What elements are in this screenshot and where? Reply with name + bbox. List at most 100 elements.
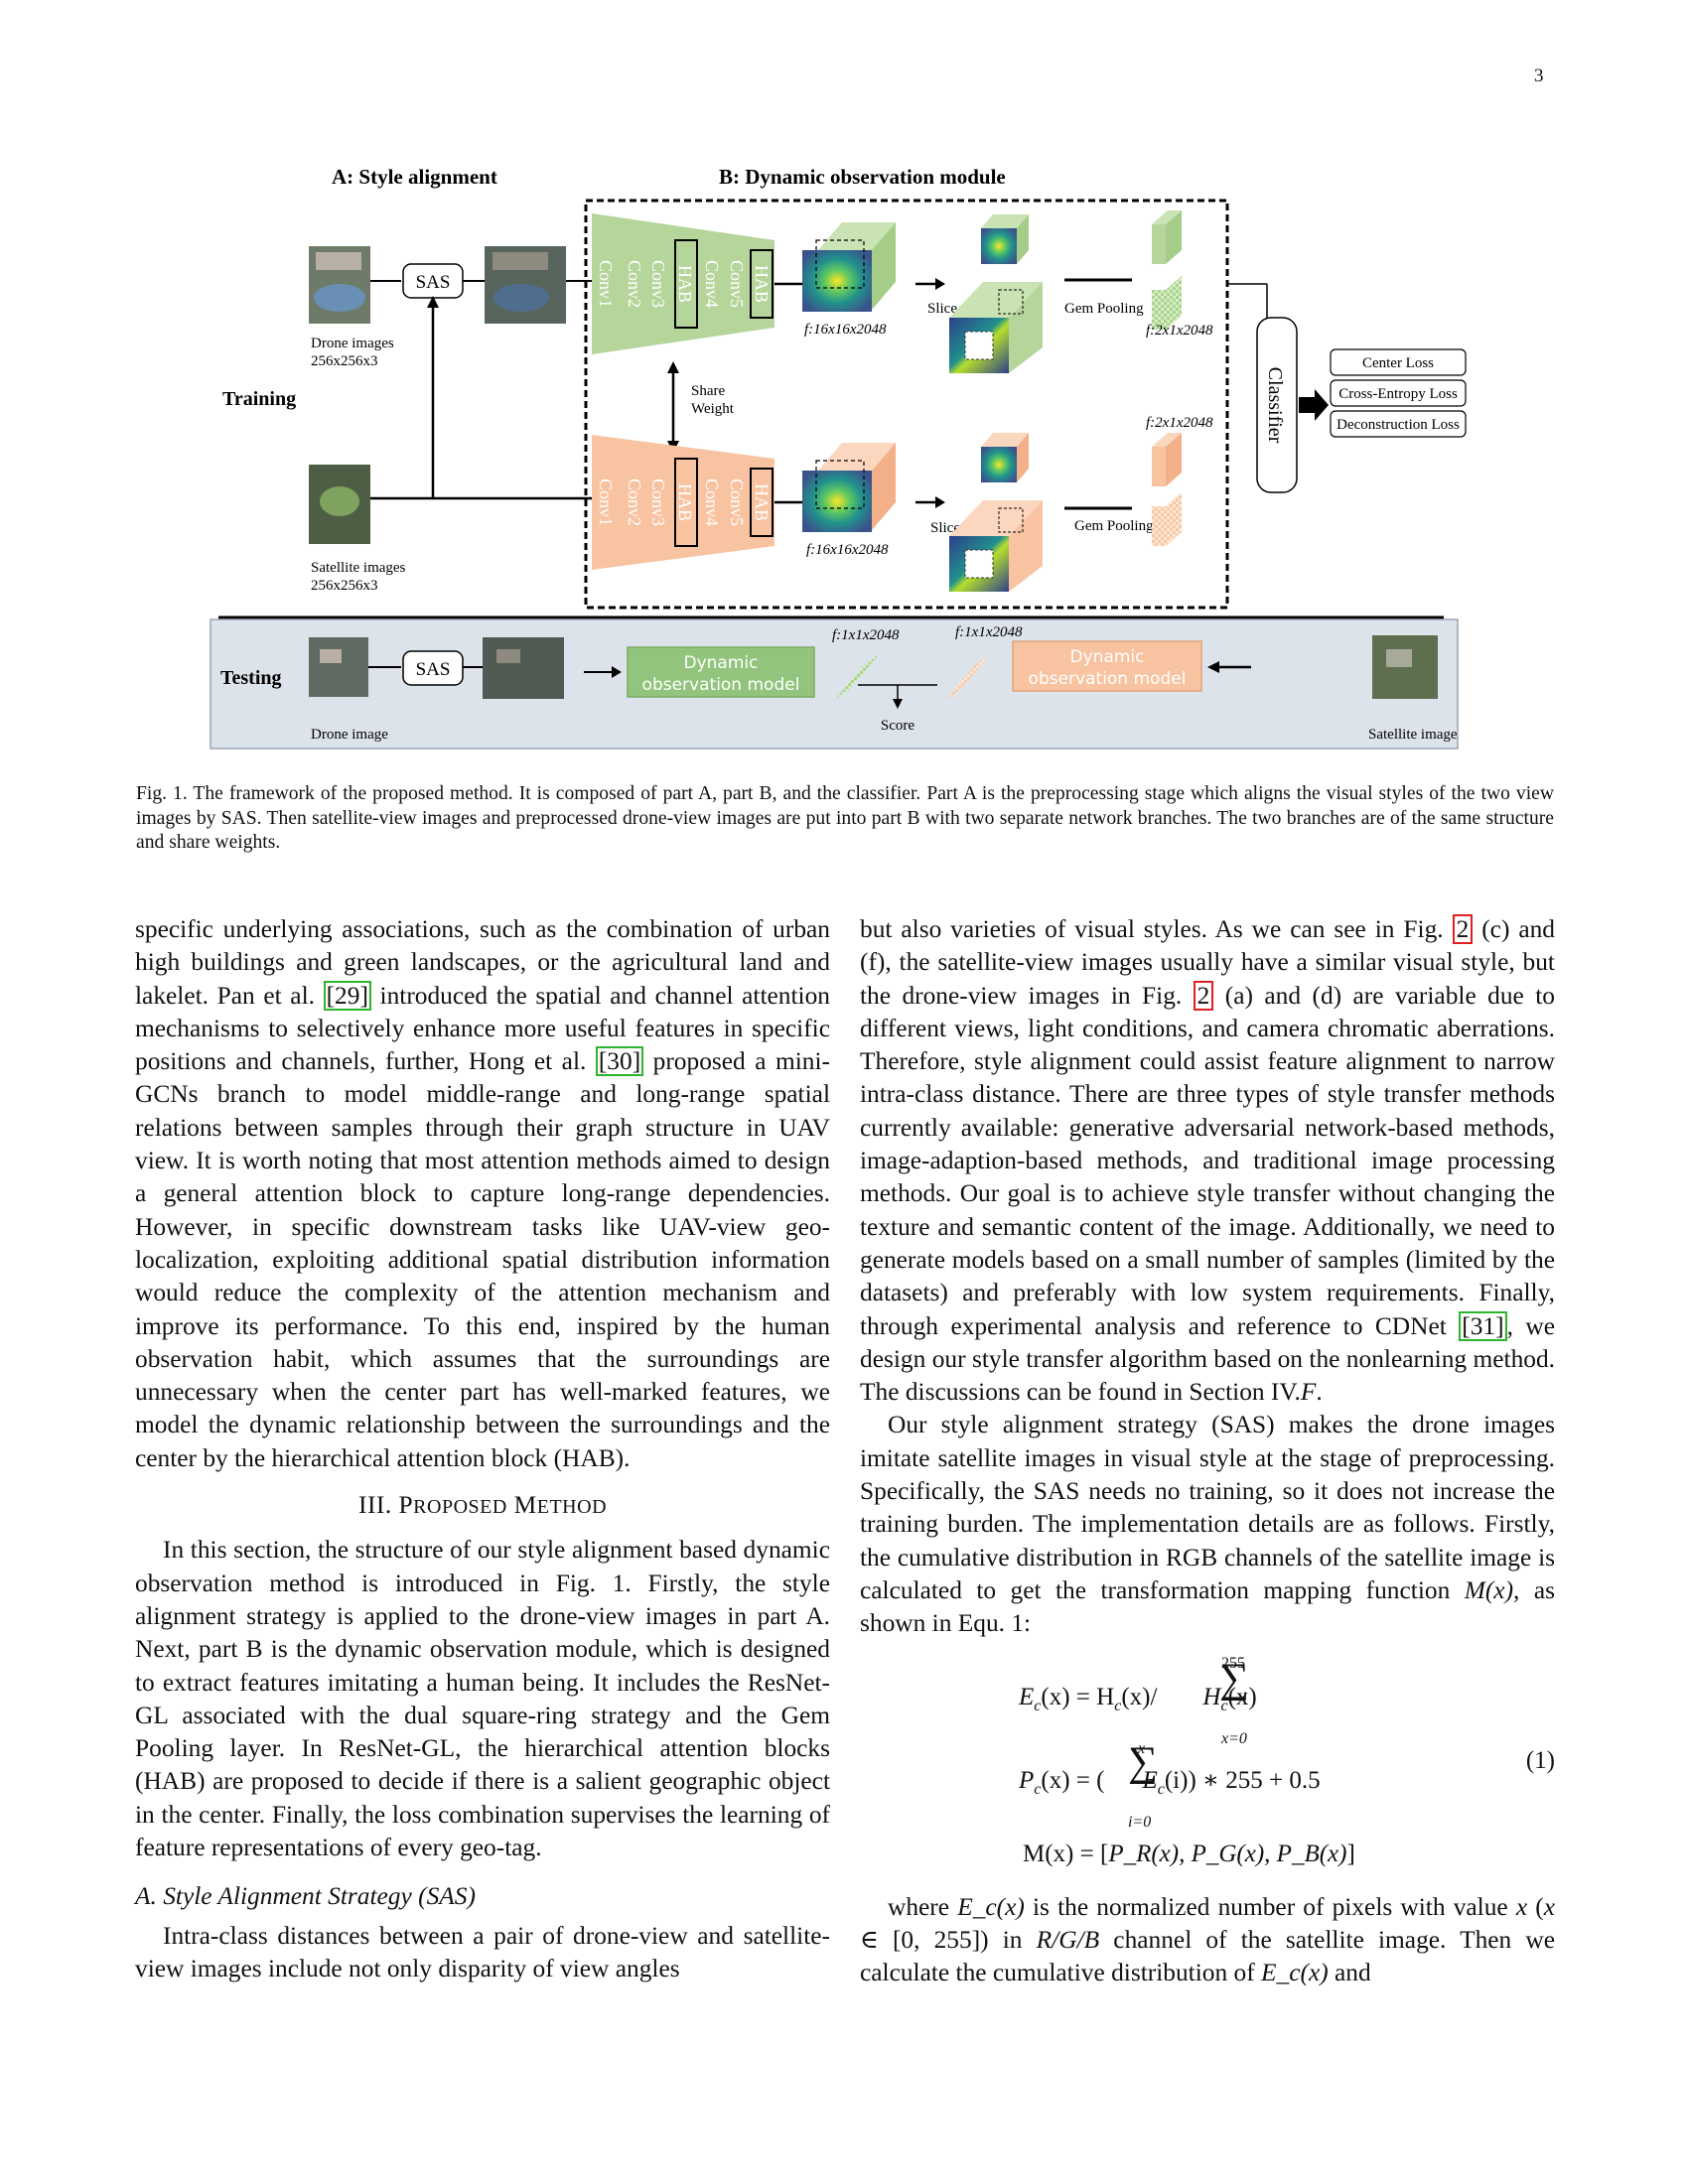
equation-number: (1) xyxy=(1525,1746,1555,1774)
training-label: Training xyxy=(222,388,296,410)
eq-var: H xyxy=(1202,1683,1221,1710)
orange-center-cube-side xyxy=(1017,433,1029,482)
eq-subscript: c xyxy=(1034,1780,1042,1798)
orange-pooled-lower-side xyxy=(1166,492,1182,546)
test-feature-1-green: f:1x1x2048 xyxy=(832,627,900,643)
green-heatmap-dashed-square xyxy=(815,239,865,289)
eq-text: M(x) = [ xyxy=(1023,1840,1109,1867)
eq-text: (x) = ( xyxy=(1041,1766,1105,1794)
eq-var: P xyxy=(1019,1766,1035,1794)
text-segment: and xyxy=(1328,1959,1371,1987)
green-hab1-box xyxy=(674,239,698,329)
citation-31[interactable]: [31] xyxy=(1459,1310,1507,1341)
orange-layer-conv1: Conv1 xyxy=(596,478,616,526)
green-pooled-upper-side xyxy=(1166,210,1182,264)
eq-var: E xyxy=(1142,1766,1158,1794)
green-slice-arrowhead xyxy=(935,278,945,290)
eq-text: (x) xyxy=(1227,1683,1257,1710)
green-cube-top xyxy=(818,222,896,250)
green-layer-hab2: HAB xyxy=(752,265,772,303)
left-paragraph-2: In this section, the structure of our st… xyxy=(135,1536,830,1862)
orange-layer-conv3: Conv3 xyxy=(648,478,668,526)
green-ring-hole xyxy=(964,331,994,360)
eq-subscript: c xyxy=(1220,1697,1228,1714)
green-layer-conv1: Conv1 xyxy=(596,260,616,308)
orange-heatmap-dashed-square xyxy=(815,460,865,509)
loss-box-decon xyxy=(1330,410,1467,438)
green-feature-2: f:2x1x2048 xyxy=(1146,323,1213,339)
test-satellite-thumbnail-building-icon xyxy=(1386,649,1412,667)
green-cube-side xyxy=(872,222,896,310)
orange-hab1-box xyxy=(674,458,698,547)
dynamic-model-orange-line2: observation model xyxy=(1029,669,1187,689)
text-segment: channel of the satellite image. Then we … xyxy=(860,1925,1556,1987)
figure-caption: Fig. 1. The framework of the proposed me… xyxy=(136,783,1554,853)
orange-layer-hab1: HAB xyxy=(675,483,695,521)
section-letter: F xyxy=(1300,1378,1317,1407)
citation-29[interactable]: [29] xyxy=(323,980,371,1011)
share-label: Share xyxy=(691,383,725,399)
right-paragraph-1: but also varieties of visual styles. As … xyxy=(860,913,1555,1409)
classifier-out-arrow xyxy=(1299,389,1329,421)
test-orange-feature-bar xyxy=(945,653,991,701)
test-aligned-thumbnail-roof-icon xyxy=(496,649,520,663)
framework-figure: A: Style alignment B: Dynamic observatio… xyxy=(199,159,1489,754)
satellite-images-size: 256x256x3 xyxy=(311,578,378,594)
left-paragraph-1: specific underlying associations, such a… xyxy=(135,913,830,1475)
eq-text: (x) = H xyxy=(1041,1683,1115,1710)
dynamic-model-orange-line1: Dynamic xyxy=(1070,647,1145,667)
green-center-cube xyxy=(981,228,1017,264)
orange-pooled-upper xyxy=(1152,447,1166,486)
citation-30[interactable]: [30] xyxy=(595,1046,644,1077)
green-center-cube-side xyxy=(1017,214,1029,264)
orange-gem-label: Gem Pooling xyxy=(1074,518,1154,534)
math-ec: E_c(x) xyxy=(957,1892,1025,1921)
right-paragraph-3: where E_c(x) is the normalized number of… xyxy=(860,1891,1555,1990)
green-backbone xyxy=(592,213,774,354)
green-layer-conv2: Conv2 xyxy=(625,260,644,308)
figure-ref-2a[interactable]: 2 xyxy=(1452,914,1474,944)
left-paragraph-3: Intra-class distances between a pair of … xyxy=(135,1921,830,1982)
math-ec: E_c(x) xyxy=(1261,1959,1329,1987)
text-segment: Our style alignment strategy (SAS) makes… xyxy=(860,1411,1555,1604)
green-ring-inner-dashed xyxy=(998,289,1024,315)
part-b-title: B: Dynamic observation module xyxy=(719,165,1006,189)
green-layer-hab1: HAB xyxy=(675,265,695,303)
orange-pooled-upper-side xyxy=(1166,433,1182,486)
drone-images-label: Drone images xyxy=(311,336,394,351)
figure-ref-2b[interactable]: 2 xyxy=(1193,980,1214,1011)
test-feature-1-orange: f:1x1x2048 xyxy=(955,624,1023,640)
classifier-box xyxy=(1256,317,1298,493)
green-hab2-box xyxy=(750,249,774,319)
test-aligned-to-model-head xyxy=(612,666,622,678)
orange-slice-label: Slice xyxy=(930,520,960,536)
satellite-images-label: Satellite images xyxy=(311,560,406,576)
eq-text: (i)) ∗ 255 + 0.5 xyxy=(1164,1766,1321,1794)
orange-ring-hole xyxy=(964,549,994,579)
test-aligned-thumbnail xyxy=(483,637,564,699)
loss-center: Center Loss xyxy=(1362,355,1434,371)
orange-layer-conv5: Conv5 xyxy=(727,478,747,526)
eq-subscript: c xyxy=(1114,1697,1122,1714)
aligned-thumbnail-roof-icon xyxy=(493,284,549,312)
green-heatmap xyxy=(802,250,872,312)
dynamic-model-green-line2: observation model xyxy=(642,675,800,695)
test-green-feature-bar xyxy=(834,653,880,701)
share-weight-arrowhead-up xyxy=(667,361,679,373)
classifier-label: Classifier xyxy=(1264,367,1286,444)
test-drone-label: Drone image xyxy=(311,727,388,743)
testing-label: Testing xyxy=(220,667,282,689)
test-drone-thumbnail-roof-icon xyxy=(320,649,342,663)
orange-heatmap xyxy=(802,471,872,532)
eq-text: (x)/ xyxy=(1121,1683,1158,1710)
orange-ring-cube-top xyxy=(949,500,1043,536)
sas-label-train: SAS xyxy=(416,272,451,293)
section-number: III. xyxy=(357,1491,399,1520)
eq-sum-2: ∑ xyxy=(1128,1738,1158,1785)
eq-subscript: c xyxy=(1157,1780,1165,1798)
orange-feature-2: f:2x1x2048 xyxy=(1146,415,1213,431)
green-layer-conv3: Conv3 xyxy=(648,260,668,308)
eq-line-3: M(x) = [P_R(x), P_G(x), P_B(x)] xyxy=(1023,1838,1355,1870)
dynamic-model-green xyxy=(627,646,815,698)
test-satellite-label: Satellite image xyxy=(1368,727,1458,743)
